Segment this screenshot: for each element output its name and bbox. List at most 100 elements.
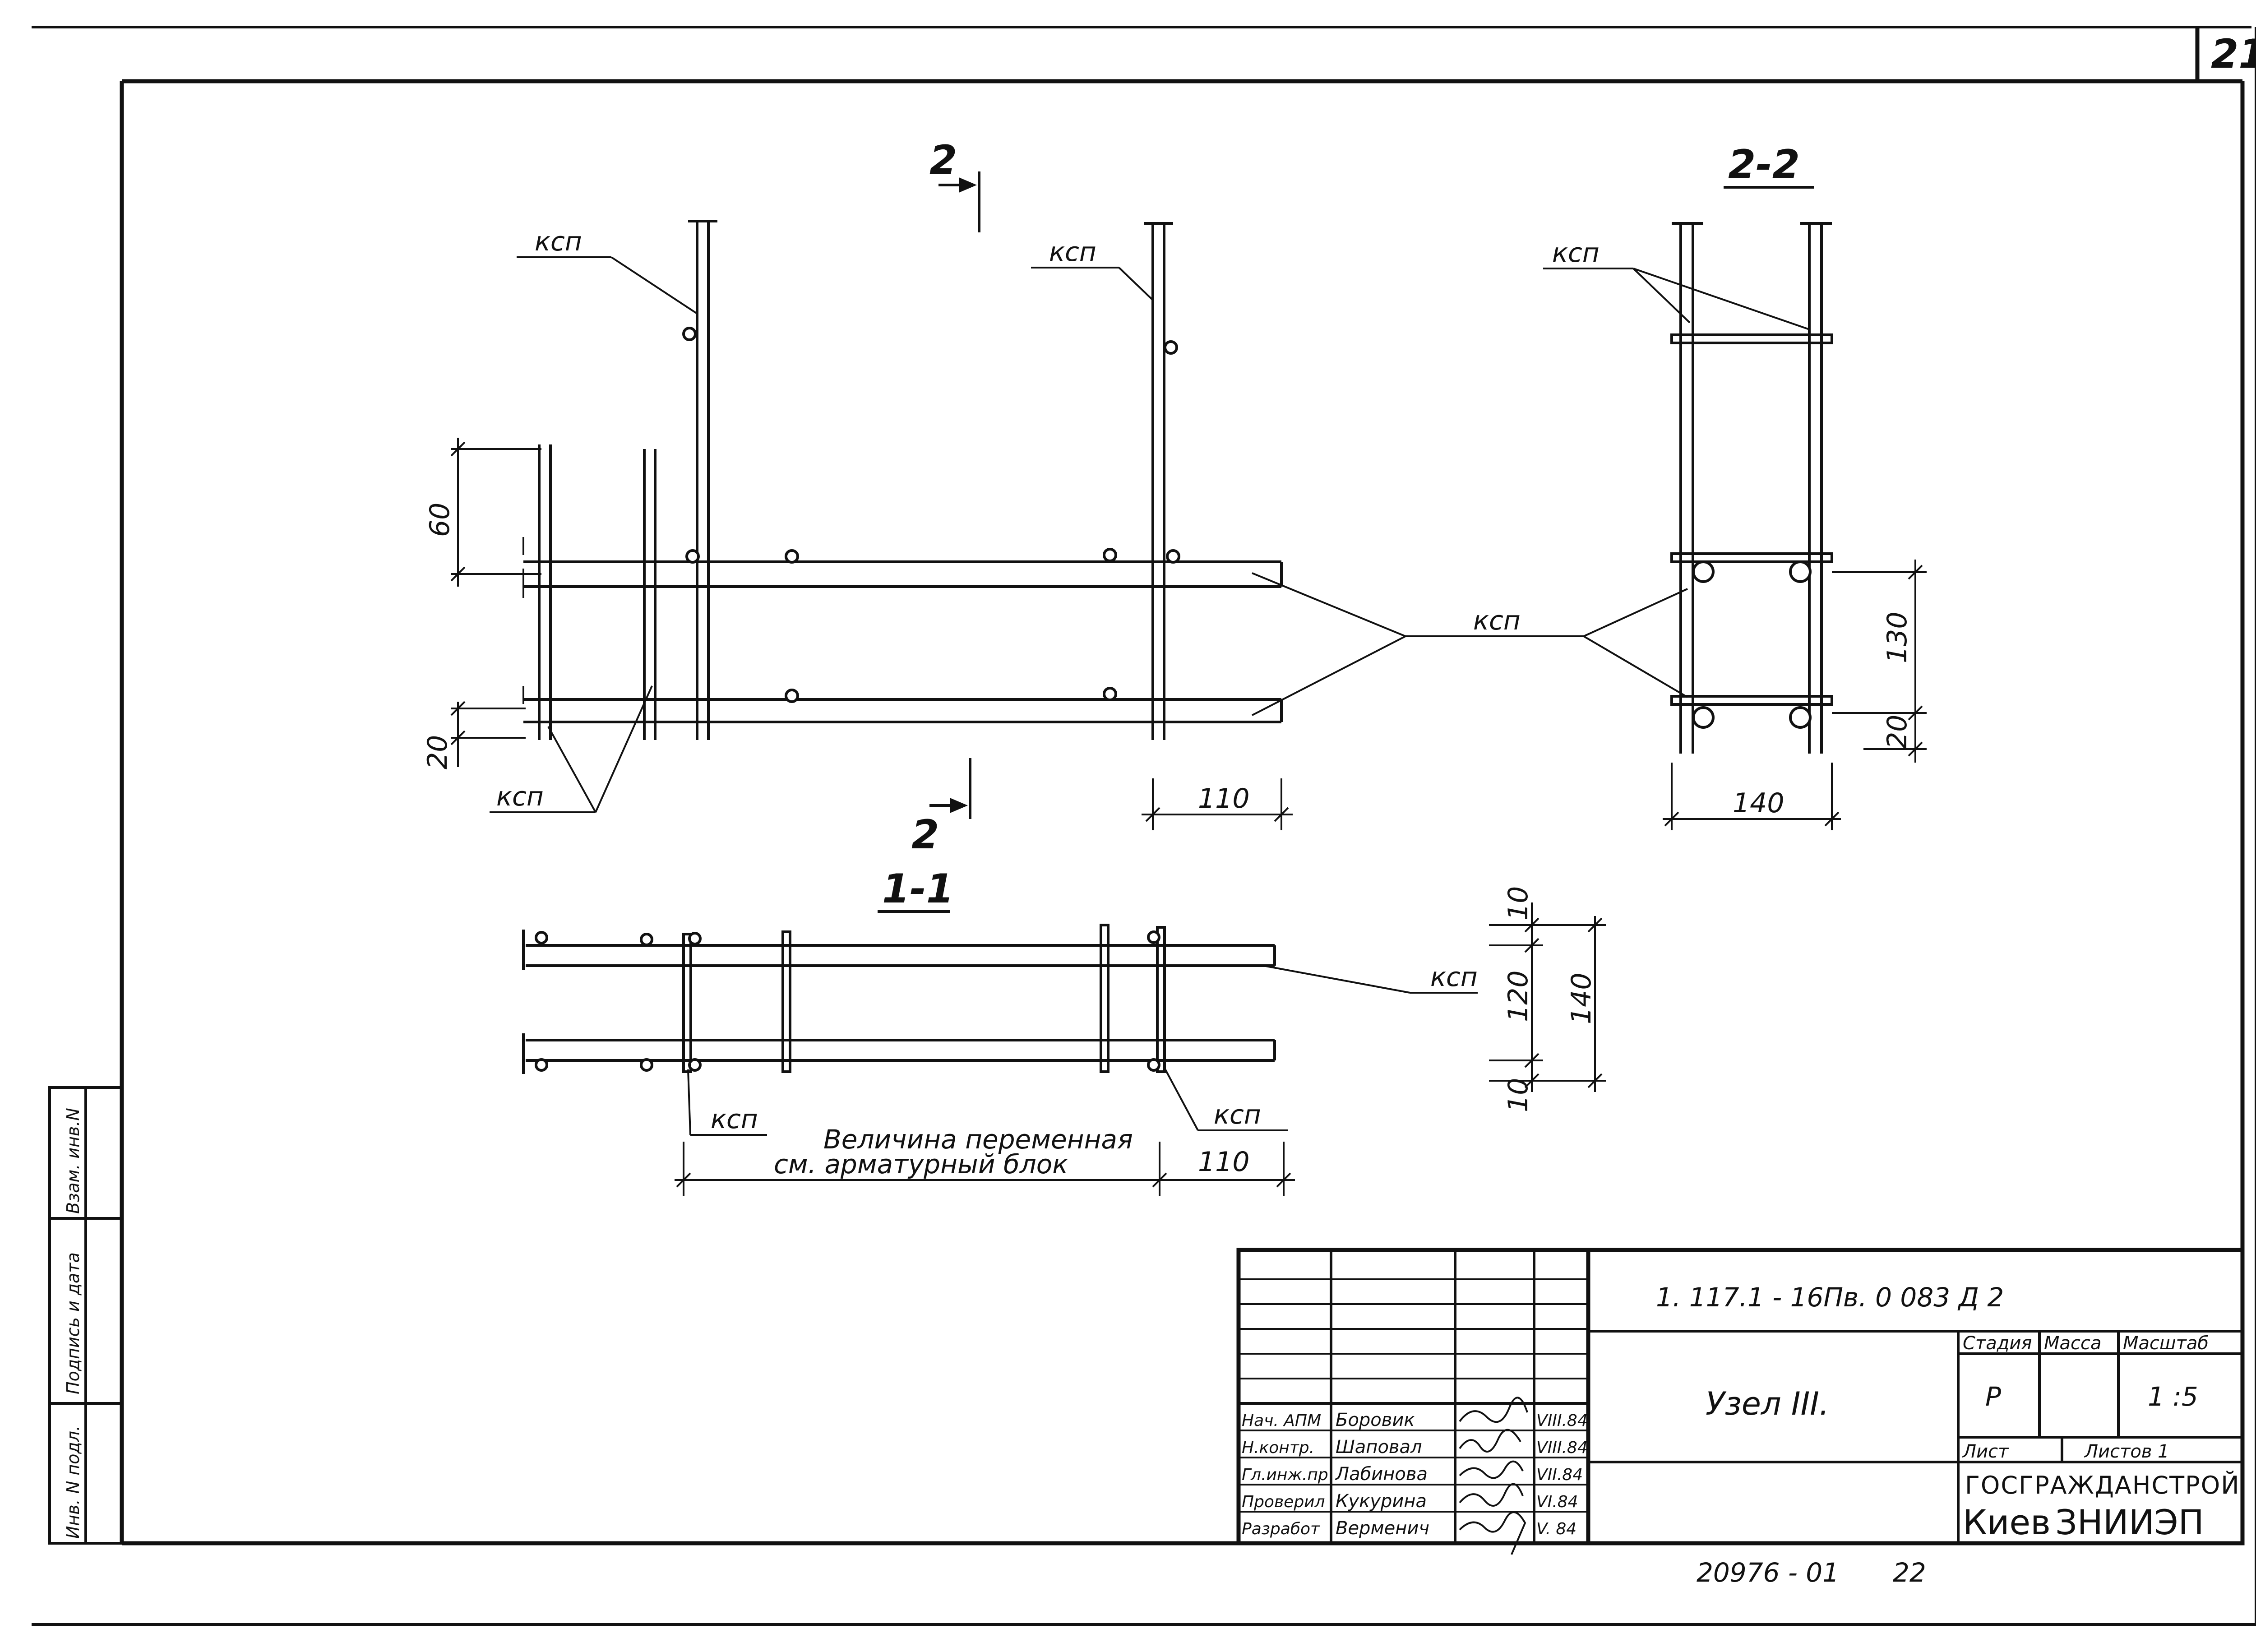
dimension-20-section22: 20 — [1863, 713, 1927, 763]
ksp-leader-2: кcп — [1031, 236, 1154, 301]
hole — [640, 933, 653, 946]
signer-role: Разработ — [1242, 1520, 1320, 1538]
signature-grid — [1239, 1250, 1588, 1543]
plan-bar-bottom — [522, 1033, 1276, 1074]
section22-right-bar — [1800, 222, 1832, 754]
section-2-2-view: 2-2 кcп — [1543, 141, 1927, 830]
hole — [682, 327, 697, 341]
signer-name: Верменич — [1336, 1518, 1429, 1539]
dim-20-label: 20 — [422, 735, 453, 769]
hole — [785, 549, 799, 564]
dim-120-label: 120 — [1502, 970, 1534, 1022]
hole — [1147, 1058, 1160, 1072]
ksp-label: кcп — [1430, 962, 1478, 992]
dim-20-section22-label: 20 — [1882, 715, 1913, 749]
ksp-leader-plan-left: кcп — [687, 1069, 767, 1136]
section-2-2-title: 2-2 — [1728, 141, 1800, 188]
section22-crossbar-bottom — [1670, 695, 1833, 706]
sheet-number: 21 — [2211, 31, 2256, 77]
signer-row: Разработ Верменич V. 84 — [1242, 1518, 1576, 1539]
ksp-label: кcп — [496, 781, 544, 812]
dim-140-plan-label: 140 — [1566, 972, 1597, 1024]
section-cut-bottom: 2 — [911, 758, 971, 858]
side-stamp-inventory: Инв. N подл. — [63, 1425, 83, 1539]
signer-role: Гл.инж.пр — [1242, 1466, 1328, 1484]
signer-date: VII.84 — [1536, 1466, 1583, 1484]
section-cut-top: 2 — [929, 137, 980, 232]
side-stamp-replacement: Взам. инв.N — [63, 1108, 83, 1214]
section-1-1-title: 1-1 — [882, 865, 954, 912]
dim-110-label: 110 — [1198, 783, 1250, 814]
vertical-bar-1 — [538, 444, 552, 740]
plan-bar-top — [522, 930, 1276, 970]
hole — [1692, 706, 1715, 729]
dimension-variable-110: 110 — [675, 1142, 1295, 1196]
signer-name: Шаповал — [1336, 1437, 1422, 1458]
cut-marker-label: 2 — [929, 137, 957, 183]
ksp-label: кcп — [535, 226, 582, 257]
hole — [1789, 560, 1812, 583]
cut-marker-label: 2 — [911, 811, 939, 858]
organisation-line1: ГОСГРАЖДАНСТРОЙ — [1965, 1471, 2240, 1499]
stage-mass-scale-table: Стадия Масса Масштаб Р 1 :5 Лист Листов … — [1958, 1331, 2242, 1462]
variable-note-line1: Величина переменная — [823, 1124, 1133, 1155]
title-block: Нач. АПМ Боровик VIII.84 Н.контр. Шапова… — [1236, 1248, 2245, 1555]
signer-date: VIII.84 — [1536, 1411, 1588, 1430]
handwritten-signatures — [1459, 1397, 1528, 1555]
signer-date: VIII.84 — [1536, 1439, 1588, 1457]
drawing-title: Узел III. — [1706, 1385, 1829, 1422]
inventory-number: 20976 - 01 — [1697, 1557, 1839, 1588]
organisation-line2b: ЗНИИЭП — [2055, 1502, 2204, 1542]
signer-role: Проверил — [1242, 1493, 1325, 1511]
signer-role: Н.контр. — [1242, 1439, 1314, 1457]
organisation-line2a: Киев — [1963, 1502, 2051, 1542]
hole — [535, 931, 548, 944]
ksp-label: кcп — [1049, 236, 1096, 267]
horizontal-bar-top — [523, 560, 1283, 588]
signer-name: Боровик — [1336, 1410, 1415, 1430]
side-stamp-signature: Подпись и дата — [63, 1252, 83, 1394]
ksp-label: кcп — [1473, 605, 1521, 636]
dim-10-bottom-label: 10 — [1502, 1078, 1534, 1112]
elevation-view: кcп кcп кcп кcп — [422, 137, 1688, 858]
signer-row: Н.контр. Шаповал VIII.84 — [1242, 1437, 1588, 1458]
scale-header: Масштаб — [2123, 1333, 2209, 1354]
ksp-leader-center: кcп — [1252, 572, 1688, 716]
stage-header: Стадия — [1963, 1333, 2032, 1354]
sheet-label: Лист — [1962, 1441, 2009, 1462]
signer-role: Нач. АПМ — [1242, 1411, 1321, 1430]
dim-140-label: 140 — [1733, 787, 1784, 819]
signer-date: VI.84 — [1536, 1493, 1578, 1511]
hole — [1164, 340, 1178, 355]
hole — [1692, 560, 1715, 583]
horizontal-bar-bottom — [523, 698, 1283, 723]
dimension-20: 20 — [422, 686, 526, 769]
ksp-label: кcп — [711, 1104, 758, 1134]
signer-name: Лабинова — [1335, 1464, 1428, 1485]
signer-row: Нач. АПМ Боровик VIII.84 — [1242, 1410, 1588, 1430]
plan-crossbars — [682, 924, 1166, 1073]
ksp-leader-1: кcп — [517, 226, 698, 315]
ksp-leader-section22: кcп — [1543, 237, 1810, 330]
hole — [640, 1058, 653, 1072]
page-number: 22 — [1893, 1557, 1926, 1588]
hole — [1103, 687, 1117, 701]
ksp-leader-3: кcп — [490, 685, 653, 813]
dimension-110: 110 — [1142, 778, 1293, 830]
vertical-bar-3 — [688, 220, 717, 740]
dim-10-top-label: 10 — [1502, 886, 1534, 921]
sheet-number-box: 21 — [2195, 27, 2256, 81]
stage-value: Р — [1985, 1381, 2001, 1412]
variable-note-line2: см. арматурный блок — [774, 1149, 1068, 1180]
signer-date: V. 84 — [1536, 1520, 1576, 1538]
document-code: 1. 117.1 - 16Пв. 0 083 Д 2 — [1656, 1282, 2004, 1313]
side-stamp: Инв. N подл. Подпись и дата Взам. инв.N — [48, 1086, 123, 1545]
section-1-1-view: 1-1 кcп — [522, 865, 1606, 1196]
dim-130-label: 130 — [1882, 611, 1913, 663]
signer-row: Гл.инж.пр Лабинова VII.84 — [1242, 1464, 1583, 1485]
dimension-plan-right: 10 120 10 140 — [1489, 886, 1606, 1112]
dimension-130: 130 — [1832, 560, 1927, 722]
hole — [1789, 706, 1812, 729]
dimension-140: 140 — [1663, 763, 1841, 830]
signer-name: Кукурина — [1336, 1491, 1427, 1512]
